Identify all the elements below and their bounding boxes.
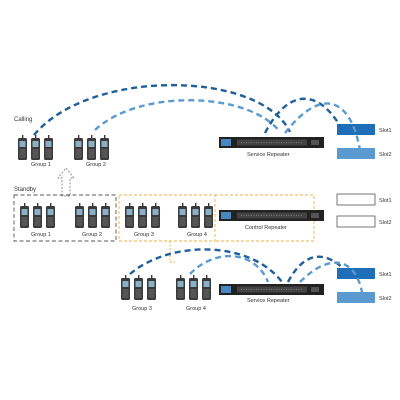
bottom-slot2-label: Slot2 <box>379 296 392 302</box>
standby-box-groups12 <box>13 194 117 242</box>
bottom-link-repeater-slot2 <box>299 261 364 293</box>
mid-group3-radios <box>125 203 160 228</box>
bottom-link-group4-repeater <box>189 254 270 283</box>
top-group2-radios <box>74 135 109 160</box>
mid-group1-label: Group 1 <box>31 232 51 238</box>
bottom-slot2-box <box>337 292 375 303</box>
bottom-group4-radios <box>176 275 211 300</box>
top-link-group2-repeater <box>94 99 281 133</box>
top-link-group1-repeater <box>33 84 292 136</box>
mid-slot2-box <box>336 215 376 228</box>
bottom-service-repeater-device <box>218 283 325 296</box>
mid-group1-radios <box>20 203 55 228</box>
top-service-repeater-device <box>218 136 325 149</box>
top-group2-label: Group 2 <box>86 162 106 168</box>
mid-slot1-label: Slot1 <box>379 198 392 204</box>
bottom-group3-label: Group 3 <box>132 306 152 312</box>
top-slot1-label: Slot1 <box>379 128 392 134</box>
bottom-group3-radios <box>121 275 156 300</box>
standby-to-bottom-handoff <box>169 241 175 263</box>
mid-group4-radios <box>178 203 213 228</box>
top-slot2-label: Slot2 <box>379 152 392 158</box>
bottom-link-group3-repeater <box>129 248 283 283</box>
bottom-link-repeater-slot1 <box>286 255 344 283</box>
top-slot1-box <box>337 124 375 135</box>
top-group1-label: Group 1 <box>31 162 51 168</box>
top-link-repeater-slot1 <box>263 97 342 134</box>
bottom-service-repeater-label: Service Repeater <box>247 298 290 304</box>
bottom-group4-label: Group 4 <box>186 306 206 312</box>
standby-label: Standby <box>14 187 36 193</box>
control-repeater-label: Control Repeater <box>245 225 287 231</box>
mid-group2-label: Group 2 <box>82 232 102 238</box>
top-group1-radios <box>18 135 53 160</box>
calling-label: Calling <box>14 117 32 123</box>
standby-to-calling-arrow <box>57 167 75 197</box>
mid-slot1-box <box>336 193 376 206</box>
top-slot2-box <box>337 148 375 159</box>
top-service-repeater-label: Service Repeater <box>247 152 290 158</box>
control-repeater-device <box>218 209 325 222</box>
standby-box-groups34 <box>118 194 216 242</box>
mid-group2-radios <box>75 203 110 228</box>
mid-group4-label: Group 4 <box>187 232 207 238</box>
mid-group3-label: Group 3 <box>134 232 154 238</box>
mid-slot2-label: Slot2 <box>379 220 392 226</box>
bottom-slot1-label: Slot1 <box>379 272 392 278</box>
